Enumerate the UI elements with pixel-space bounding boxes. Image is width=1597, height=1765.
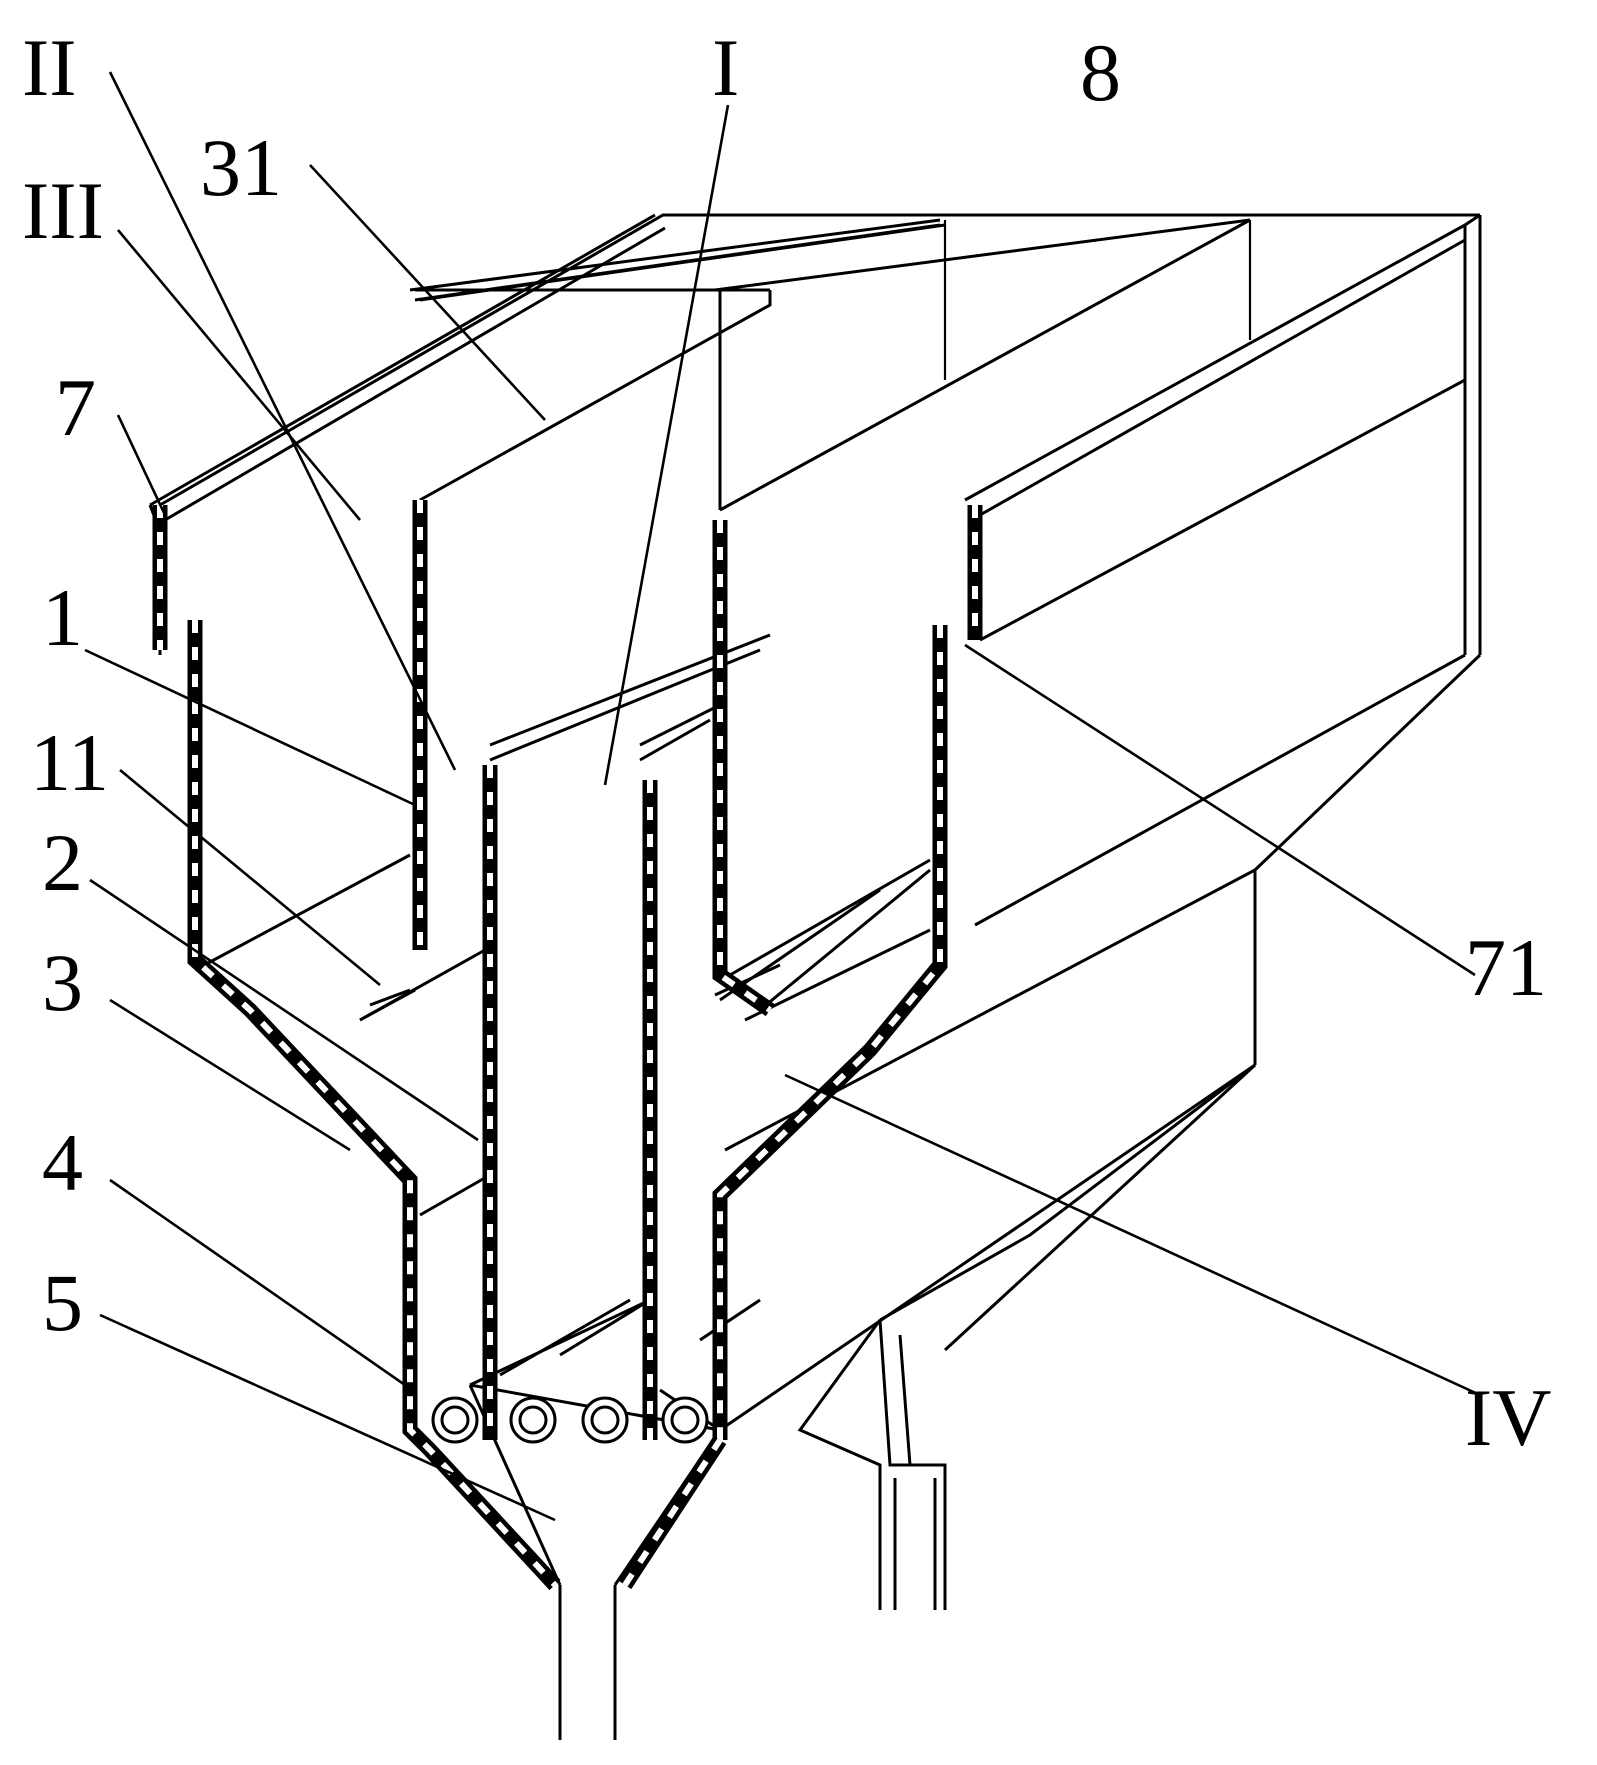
label-I: I [712, 22, 739, 113]
label-III: III [22, 165, 104, 256]
label-7: 7 [55, 362, 96, 453]
tube [670, 1405, 700, 1435]
leader-31 [309, 164, 546, 421]
tube-row [431, 1396, 709, 1444]
leader-3 [109, 998, 351, 1152]
leader-II [108, 71, 457, 771]
leader-III [117, 229, 361, 521]
label-3: 3 [42, 937, 83, 1028]
leader-I [603, 104, 730, 786]
label-11: 11 [30, 717, 109, 808]
leader-7 [116, 414, 167, 516]
label-31: 31 [200, 122, 282, 213]
tube [518, 1405, 548, 1435]
hatched-walls [152, 500, 983, 1591]
apparatus-outline [148, 213, 1482, 1740]
leader-lines [84, 71, 1481, 1522]
label-71: 71 [1465, 922, 1547, 1013]
leader-71 [964, 643, 1476, 977]
tube [590, 1405, 620, 1435]
label-1: 1 [42, 572, 83, 663]
leader-IV [784, 1073, 1481, 1397]
label-8: 8 [1080, 27, 1121, 118]
label-2: 2 [42, 817, 83, 908]
leader-11 [119, 768, 381, 987]
label-5: 5 [42, 1257, 83, 1348]
leader-2 [89, 878, 479, 1142]
label-IV: IV [1465, 1372, 1552, 1463]
tube [440, 1405, 470, 1435]
leader-5 [99, 1313, 556, 1522]
leader-4 [109, 1178, 406, 1387]
reference-labels: II I 8 31 III 7 1 11 2 3 4 5 71 IV [22, 22, 1552, 1463]
leader-1 [84, 648, 416, 807]
label-4: 4 [42, 1117, 83, 1208]
label-II: II [22, 22, 77, 113]
